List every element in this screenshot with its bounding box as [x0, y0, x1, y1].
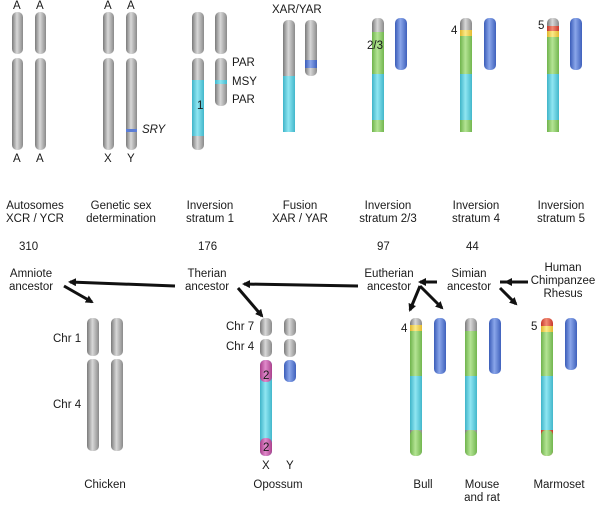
xy-pair-stratum1: [192, 12, 227, 150]
label-stratum-4: 4: [451, 25, 458, 37]
label-chr7: Chr 7: [226, 321, 255, 333]
label-par-bottom: PAR: [232, 94, 255, 106]
label-stratum-5: 5: [531, 321, 538, 333]
label-x: X: [262, 460, 270, 472]
bull-chromosomes: [410, 318, 446, 456]
xy-pair-gsd: [103, 12, 137, 150]
label-xar-yar: XAR/YAR: [272, 4, 322, 16]
species-label: Chicken: [84, 479, 126, 491]
label-chr4: Chr 4: [226, 341, 255, 353]
autosome-pair-1: [12, 12, 46, 150]
label-stratum-2: 2: [263, 370, 270, 382]
label-chr4: Chr 4: [53, 399, 82, 411]
species-label: Marmoset: [533, 479, 585, 491]
phylogeny-arrows: [63, 278, 528, 318]
label-a: A: [36, 153, 44, 165]
label-y: Y: [286, 460, 294, 472]
label-sry: SRY: [142, 124, 166, 136]
label-stratum-23: 2/3: [367, 40, 383, 52]
species-label: Bull: [413, 479, 433, 491]
time-mya: 44: [466, 241, 479, 253]
label-stratum-4: 4: [401, 323, 408, 335]
time-mya: 310: [19, 241, 39, 253]
label-stratum-2: 2: [263, 442, 270, 454]
label-a: A: [13, 153, 21, 165]
label-stratum-1: 1: [197, 100, 204, 112]
xy-pair-stratum23: [372, 18, 407, 132]
species-label: Opossum: [253, 479, 303, 491]
xy-pair-stratum4: [460, 18, 496, 132]
mouse-rat-chromosomes: [465, 318, 501, 456]
label-a: A: [127, 0, 135, 12]
xy-pair-stratum5: [547, 18, 582, 132]
label-stratum-5: 5: [538, 20, 545, 32]
label-y: Y: [127, 153, 135, 165]
marmoset-chromosomes: [541, 318, 577, 456]
label-par-top: PAR: [232, 57, 255, 69]
time-mya: 176: [198, 241, 218, 253]
label-chr1: Chr 1: [53, 333, 82, 345]
label-a: A: [36, 0, 44, 12]
xy-pair-fusion: [283, 20, 317, 132]
time-mya: 97: [377, 241, 390, 253]
label-a: A: [104, 0, 112, 12]
label-msy: MSY: [232, 76, 257, 88]
sry-band: [126, 129, 137, 132]
label-x: X: [104, 153, 112, 165]
chicken-chromosomes: [87, 318, 123, 451]
opossum-chromosomes: [260, 318, 296, 456]
label-a: A: [13, 0, 21, 12]
